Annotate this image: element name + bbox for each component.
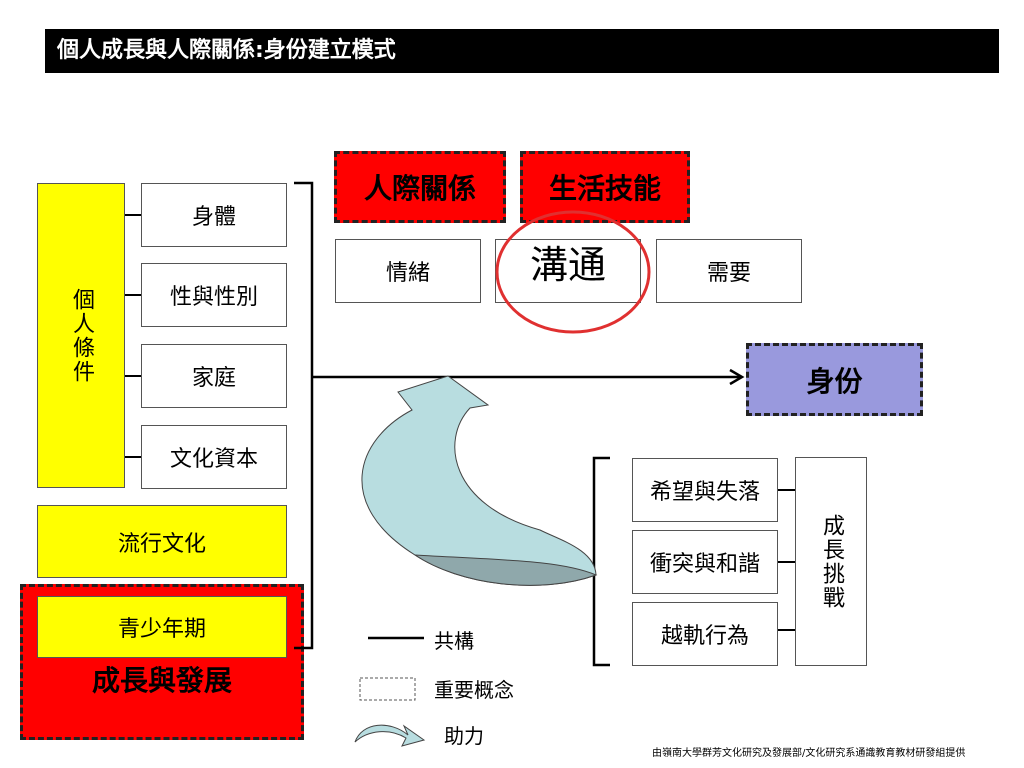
legend-co-construct: 共構 <box>434 629 474 653</box>
item-body: 身體 <box>141 183 287 247</box>
legend-assist: 助力 <box>444 724 484 748</box>
challenge-conflict-harmony: 衝突與和諧 <box>632 530 778 594</box>
personal-conditions-label: 個人條件 <box>69 287 94 384</box>
page-title: 個人成長與人際關係:身份建立模式 <box>45 29 999 73</box>
identity-label: 身份 <box>806 364 863 398</box>
legend-key-concept: 重要概念 <box>434 678 514 702</box>
communication-label: 溝通 <box>529 243 606 287</box>
emotion-box: 情緒 <box>335 239 481 303</box>
item-family: 家庭 <box>141 344 287 408</box>
assist-curved-arrow <box>361 375 597 586</box>
growth-development-label: 成長與發展 <box>91 664 232 697</box>
challenge-hope-loss: 希望與失落 <box>632 458 778 522</box>
popular-culture-box: 流行文化 <box>37 505 287 578</box>
growth-challenges-label: 成長挑戰 <box>819 513 844 610</box>
item-sex-gender: 性與性別 <box>141 263 287 327</box>
interpersonal-box: 人際關係 <box>334 151 506 223</box>
life-skills-box: 生活技能 <box>520 151 690 223</box>
highlight-circle <box>495 210 651 334</box>
challenge-deviant-behavior: 越軌行為 <box>632 602 778 666</box>
needs-box: 需要 <box>656 239 802 303</box>
adolescence-box: 青少年期 <box>37 596 287 658</box>
personal-conditions-box: 個人條件 <box>37 183 125 488</box>
growth-challenges-box: 成長挑戰 <box>795 457 867 666</box>
footer-credit: 由嶺南大學群芳文化研究及發展部/文化研究系通識教育教材研發組提供 <box>652 748 966 759</box>
identity-box: 身份 <box>746 343 923 416</box>
communication-box: 溝通 <box>495 239 641 303</box>
item-cultural-capital: 文化資本 <box>141 425 287 489</box>
